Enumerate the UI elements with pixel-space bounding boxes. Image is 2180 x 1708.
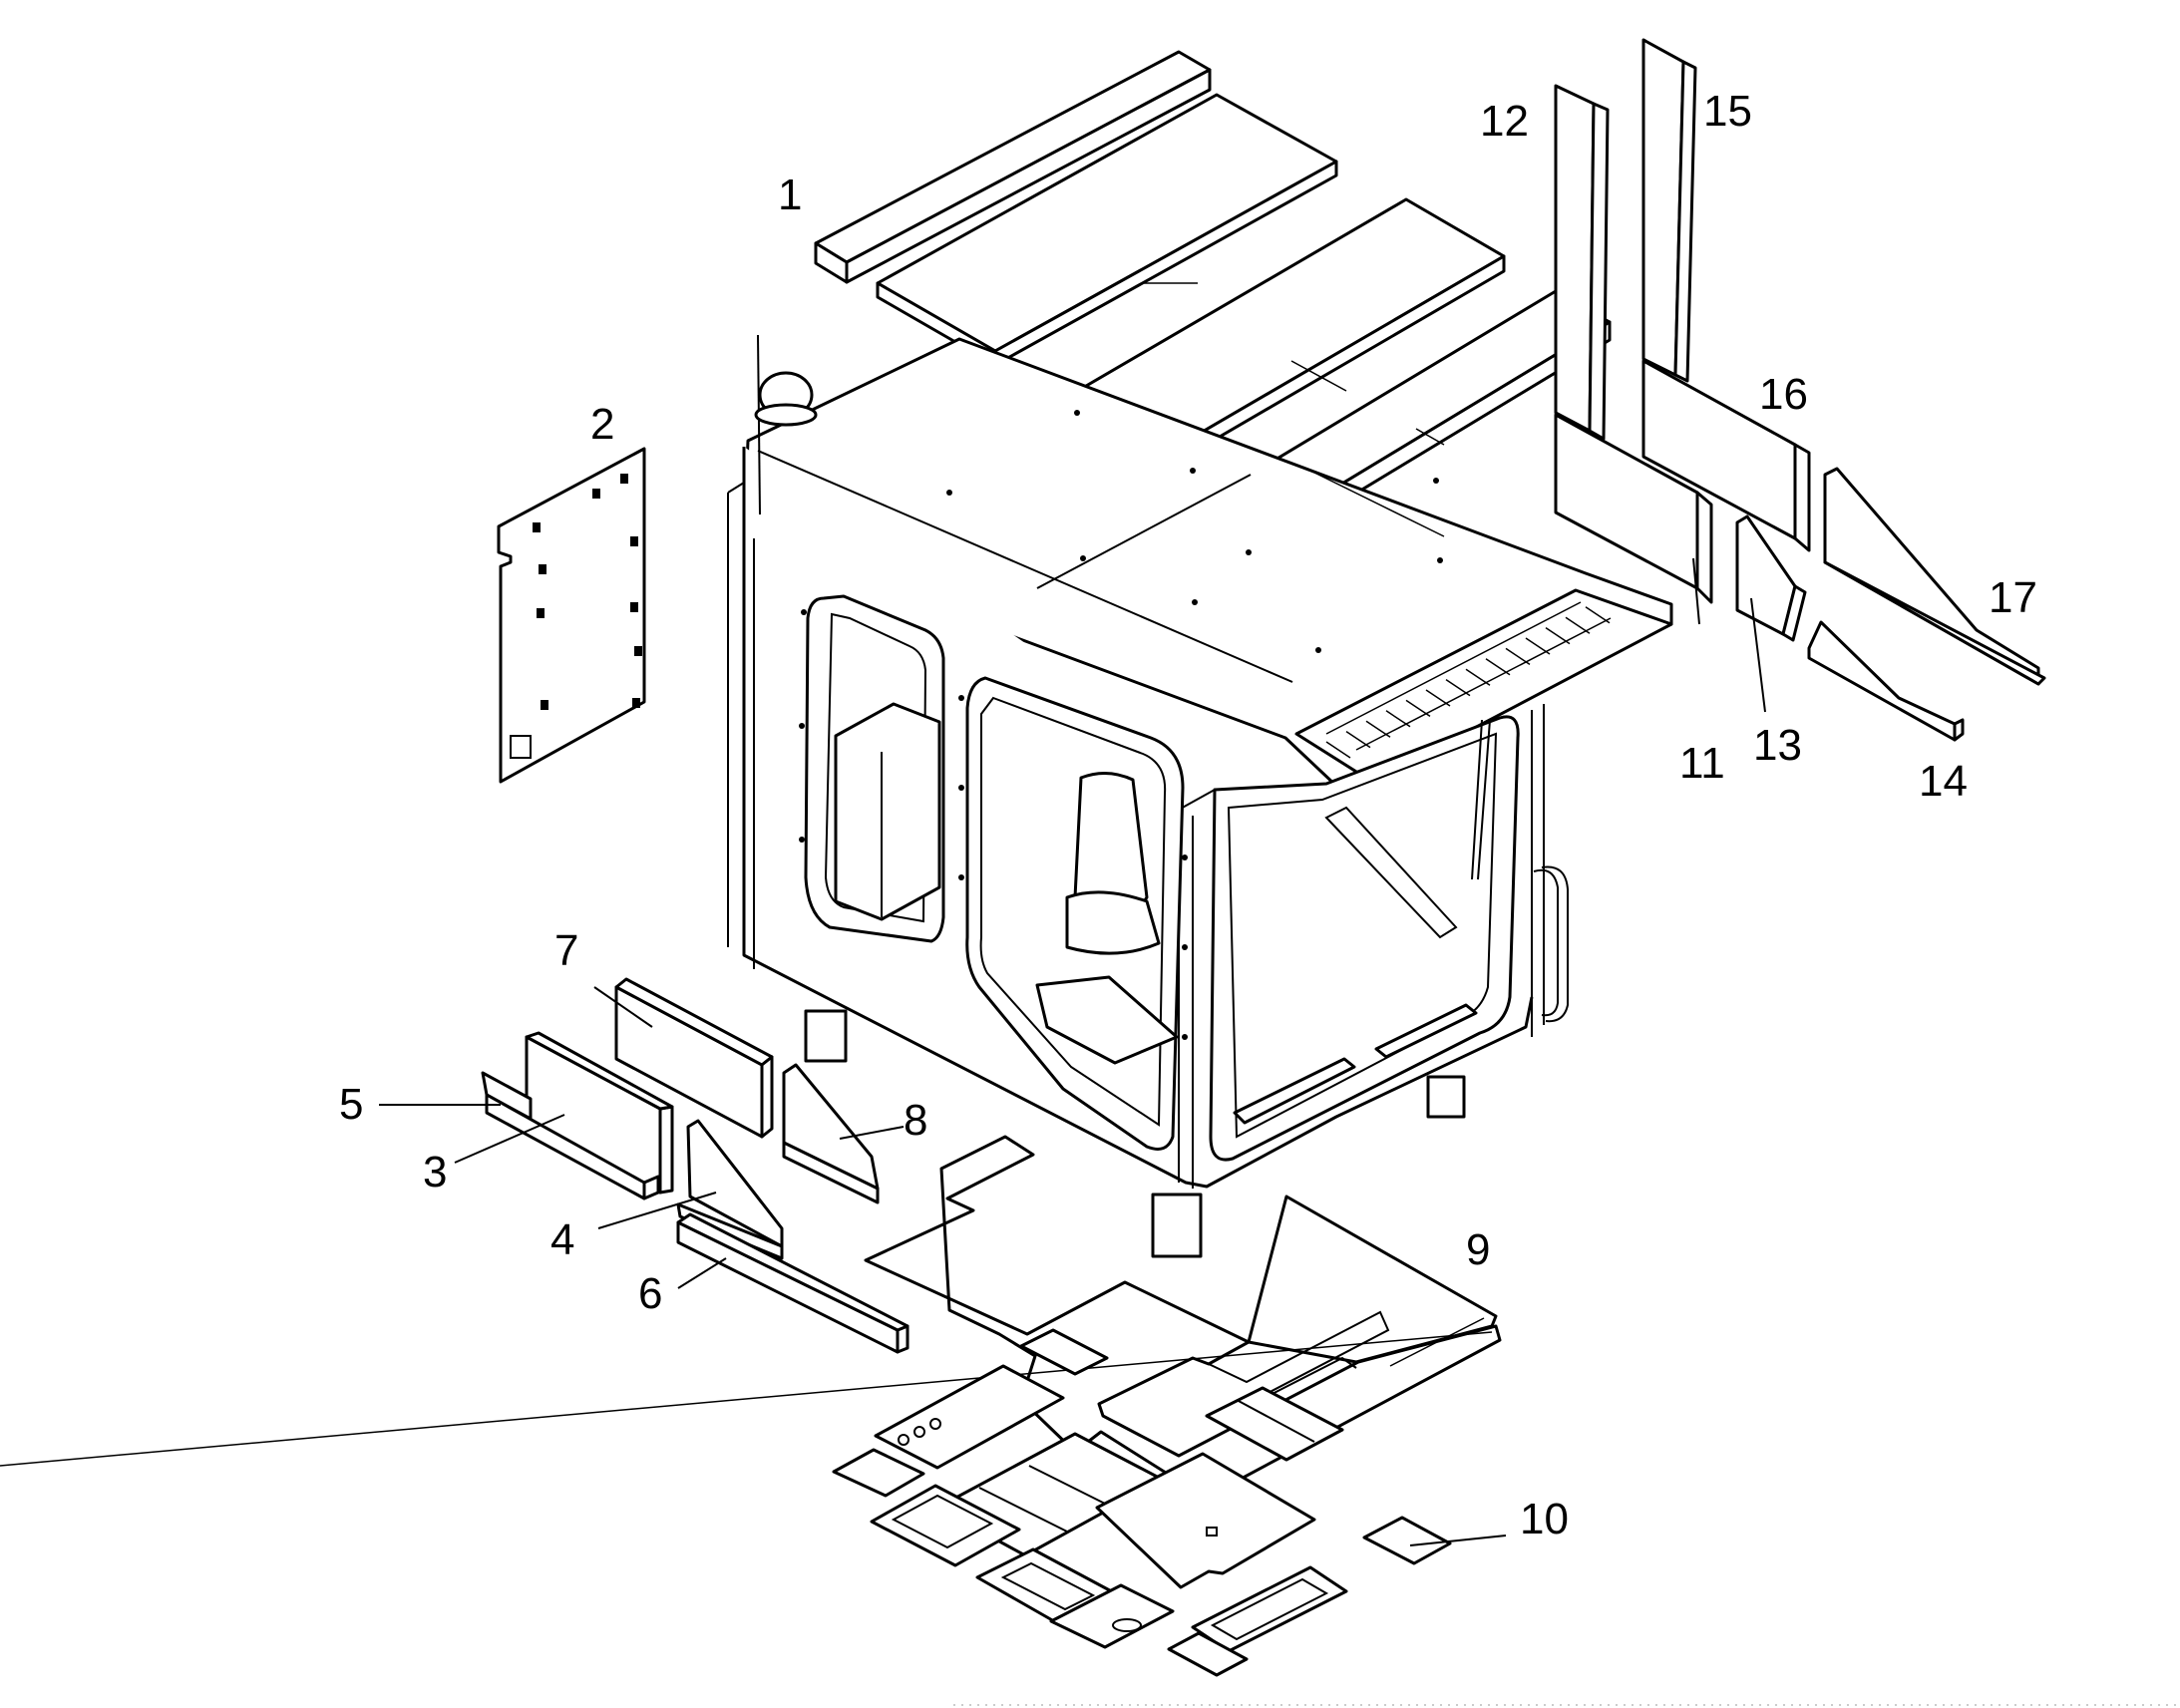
floor-pieces-part-10 — [832, 1328, 1452, 1677]
rivet-dot — [1182, 944, 1188, 950]
callout-2: 2 — [590, 400, 614, 449]
callout-7: 7 — [554, 926, 578, 975]
rear-strip-part-5 — [481, 1071, 660, 1200]
rivet-dot — [1080, 555, 1086, 561]
vent-slat — [1485, 658, 1511, 676]
panel-part-12 — [1554, 84, 1610, 441]
callout-4: 4 — [550, 1215, 574, 1264]
vent-slat — [1445, 678, 1471, 697]
vent-slat — [1565, 616, 1591, 634]
rear-panel-part-7 — [614, 977, 774, 1139]
callout-16: 16 — [1759, 370, 1808, 419]
callout-8: 8 — [904, 1096, 927, 1145]
rivet-dot — [801, 609, 807, 615]
vent-slat — [1345, 730, 1371, 749]
callout-14: 14 — [1919, 757, 1968, 806]
rivet-dot — [799, 837, 805, 843]
vent-slat — [1465, 668, 1491, 686]
rivet-dot — [1437, 557, 1443, 563]
vent-slat — [1505, 647, 1531, 666]
rivet-dot — [1315, 647, 1321, 653]
rivet-dot — [1182, 854, 1188, 860]
vent-slat — [1405, 699, 1431, 718]
roof-vent — [1294, 588, 1673, 784]
rivet-dot — [1182, 1034, 1188, 1040]
callout-15: 15 — [1703, 87, 1752, 136]
callout-3: 3 — [423, 1148, 447, 1196]
callout-5: 5 — [339, 1080, 363, 1129]
leader-lines — [379, 557, 1766, 1546]
vent-slat — [1585, 606, 1611, 624]
callout-6: 6 — [638, 1269, 662, 1318]
rivet-dot — [946, 490, 952, 496]
vent-slat — [1365, 720, 1391, 738]
callout-12: 12 — [1480, 97, 1529, 146]
panel-part-15 — [1641, 38, 1697, 383]
rivet-dot — [1433, 478, 1439, 484]
rivet-dot — [958, 874, 964, 880]
callout-17: 17 — [1989, 573, 2037, 622]
callout-10: 10 — [1520, 1495, 1569, 1543]
callout-11: 11 — [1679, 739, 1725, 788]
rear-triangle-part-8 — [782, 1063, 880, 1204]
panel-part-16 — [1641, 359, 1811, 552]
rear-strip-part-6 — [676, 1212, 909, 1354]
vent-slat — [1525, 637, 1551, 655]
panel-part-11 — [1554, 413, 1713, 604]
rivet-dot — [799, 723, 805, 729]
callout-1: 1 — [778, 171, 802, 219]
rivet-dot — [1192, 599, 1198, 605]
panel-part-17 — [1823, 467, 2046, 686]
rivet-dot — [958, 695, 964, 701]
rivet-dot — [1190, 468, 1196, 474]
rear-panel-part-3 — [525, 1031, 674, 1195]
cab-frame — [727, 334, 1673, 1258]
callout-labels: 1 2 3 4 5 6 7 8 9 10 11 12 13 14 15 16 1… — [339, 87, 2037, 1543]
rear-triangle-part-4 — [676, 1119, 784, 1260]
rivet-dot — [1246, 549, 1252, 555]
vent-slat — [1385, 710, 1411, 728]
callout-13: 13 — [1753, 721, 1802, 770]
side-panel-part-2 — [497, 447, 646, 784]
panel-part-14 — [1807, 620, 1965, 742]
vent-slat — [1325, 741, 1351, 759]
callout-9: 9 — [1466, 1225, 1490, 1274]
vent-slat — [1425, 689, 1451, 707]
rivet-dot — [958, 785, 964, 791]
vent-slat — [1545, 626, 1571, 645]
rivet-dot — [1074, 410, 1080, 416]
